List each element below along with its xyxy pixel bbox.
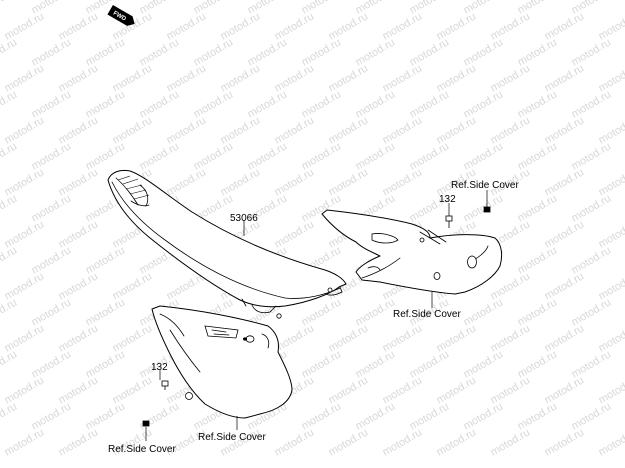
watermark-text: motod.ru bbox=[0, 244, 19, 276]
watermark-text: motod.ru bbox=[57, 426, 101, 458]
callout-bolt-left: 132 bbox=[151, 362, 168, 373]
callout-ref-bottom-center: Ref.Side Cover bbox=[198, 432, 266, 443]
watermark-text: motod.ru bbox=[597, 218, 625, 250]
watermark-text: motod.ru bbox=[327, 426, 371, 458]
watermark-text: motod.ru bbox=[489, 426, 533, 458]
bolt-icon bbox=[445, 215, 453, 228]
side-cover-right bbox=[321, 209, 503, 295]
leader-lines bbox=[145, 190, 488, 441]
callout-seat: 53066 bbox=[230, 213, 258, 224]
watermark-text: motod.ru bbox=[597, 322, 625, 354]
watermark-text: motod.ru bbox=[597, 270, 625, 302]
bolt-icon bbox=[483, 206, 491, 213]
watermark-text: motod.ru bbox=[0, 192, 19, 224]
watermark-text: motod.ru bbox=[0, 296, 19, 328]
watermark-text: motod.ru bbox=[0, 400, 19, 432]
watermark-text: motod.ru bbox=[0, 88, 19, 120]
watermark-text: motod.ru bbox=[0, 348, 19, 380]
watermark-text: motod.ru bbox=[381, 426, 425, 458]
watermark-text: motod.ru bbox=[0, 0, 19, 17]
watermark-text: motod.ru bbox=[597, 114, 625, 146]
watermark-text: motod.ru bbox=[597, 426, 625, 458]
watermark-text: motod.ru bbox=[273, 426, 317, 458]
bolt-icon bbox=[142, 420, 150, 427]
callout-ref-top-right: Ref.Side Cover bbox=[451, 180, 519, 191]
callout-bolt-top: 132 bbox=[439, 194, 456, 205]
watermark-text: motod.ru bbox=[0, 36, 19, 68]
watermark-text: motod.ru bbox=[435, 426, 479, 458]
watermark-text: motod.ru bbox=[543, 426, 587, 458]
watermark-text: motod.ru bbox=[597, 374, 625, 406]
bolt-icon bbox=[161, 380, 169, 390]
side-cover-left bbox=[151, 305, 293, 419]
watermark-text: motod.ru bbox=[597, 166, 625, 198]
callout-ref-mid-right: Ref.Side Cover bbox=[393, 309, 461, 320]
callout-ref-bottom-left: Ref.Side Cover bbox=[108, 444, 176, 455]
watermark-text: motod.ru bbox=[597, 62, 625, 94]
watermark-text: motod.ru bbox=[3, 426, 47, 458]
watermark-text: motod.ru bbox=[0, 140, 19, 172]
watermark-text: motod.ru bbox=[597, 10, 625, 42]
seat-assembly bbox=[107, 169, 347, 319]
